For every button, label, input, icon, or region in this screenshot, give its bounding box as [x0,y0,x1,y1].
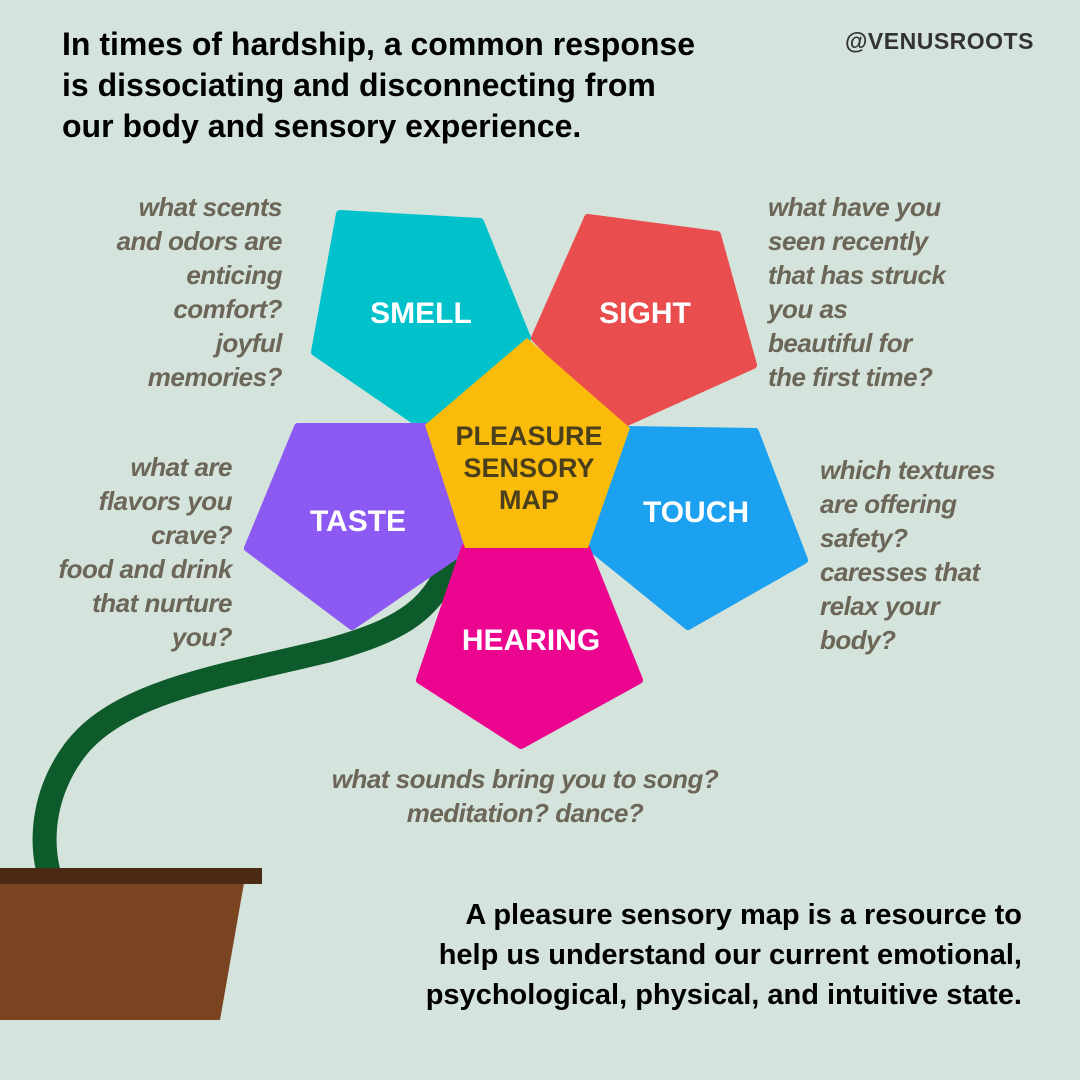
question-line: are offering [820,489,957,519]
question-line: that has struck [768,260,946,290]
question-line: food and drink [58,554,232,584]
petal-smell [311,210,531,428]
question-line: that nurture [92,588,232,618]
question-line: flavors you [98,486,233,516]
question-line: what are [130,452,233,482]
question-line: what have you [768,192,941,222]
summary-line: A pleasure sensory map is a resource to [465,899,1022,931]
intro-line: our body and sensory experience. [62,108,582,144]
pot-rim [0,868,262,884]
touch-question: which textures are offering safety? care… [820,453,1075,657]
question-line: meditation? dance? [406,798,644,828]
petal-taste [244,423,470,630]
summary-line: psychological, physical, and intuitive s… [425,979,1022,1011]
hearing-question: what sounds bring you to song? meditatio… [250,762,800,830]
smell-question: what scents and odors are enticing comfo… [40,190,283,394]
summary-line: help us understand our current emotional… [438,939,1022,971]
question-line: the first time? [768,362,933,392]
question-line: safety? [820,523,908,553]
question-line: comfort? [173,294,282,324]
social-handle: @VENUSROOTS [845,28,1034,54]
petal-label-hearing: HEARING [462,624,600,657]
question-line: you as [768,294,848,324]
question-line: memories? [147,362,283,392]
pot-body [0,883,244,1020]
petal-label-touch: TOUCH [643,496,749,529]
question-line: seen recently [768,226,928,256]
intro-line: In times of hardship, a common response [62,26,696,62]
petal-sight [531,214,757,429]
intro-heading: In times of hardship, a common response … [62,24,762,147]
question-line: what sounds bring you to song? [331,764,719,794]
question-line: beautiful for [768,328,912,358]
question-line: what scents [138,192,283,222]
petal-label-sight: SIGHT [599,297,691,330]
flower-stem [32,533,467,882]
center-label-line-1: PLEASURE [455,421,602,451]
summary-text: A pleasure sensory map is a resource to … [300,895,1022,1015]
question-line: crave? [151,520,232,550]
center-pentagon [425,338,630,548]
center-label-line-3: MAP [499,485,559,515]
petal-label-smell: SMELL [370,297,472,330]
question-line: joyful [215,328,283,358]
intro-line: is dissociating and disconnecting from [62,67,656,103]
question-line: enticing [186,260,282,290]
question-line: and odors are [116,226,283,256]
question-line: caresses that [820,557,980,587]
question-line: relax your [820,591,940,621]
sight-question: what have you seen recently that has str… [768,190,1068,394]
center-label-line-2: SENSORY [463,453,594,483]
question-line: which textures [820,455,996,485]
question-line: body? [820,625,896,655]
question-line: you? [171,622,233,652]
petal-label-taste: TASTE [310,505,406,538]
taste-question: what are flavors you crave? food and dri… [10,450,232,654]
